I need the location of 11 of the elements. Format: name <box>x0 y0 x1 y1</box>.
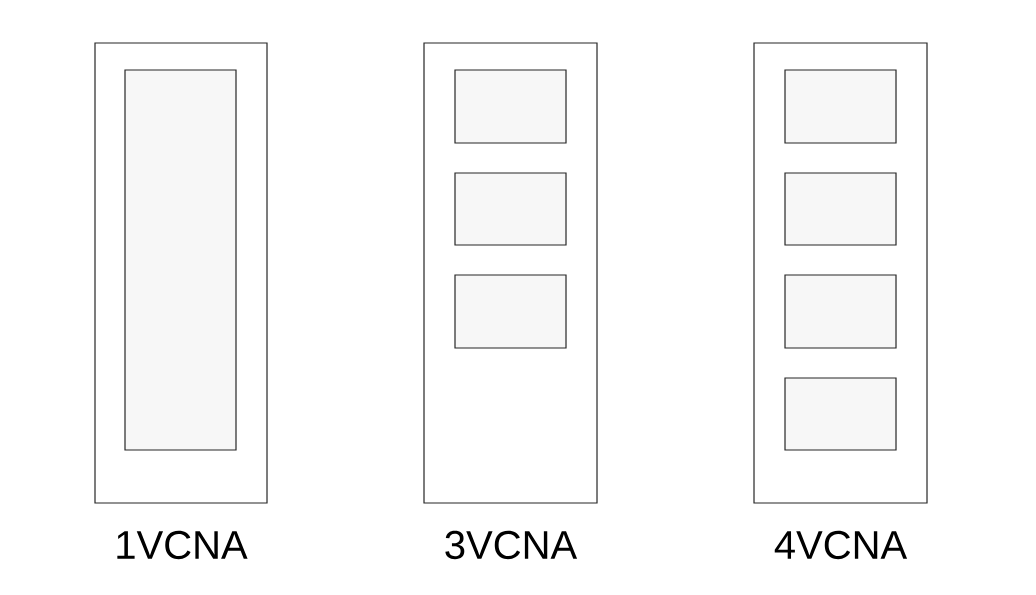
glass-panel <box>784 172 897 246</box>
glass-panel <box>454 274 567 349</box>
glass-panel <box>784 69 897 144</box>
glass-panel <box>784 274 897 349</box>
caption-label: 1VCNA <box>117 530 248 560</box>
glass-panel <box>454 172 567 246</box>
caption-label: 3VCNA <box>445 530 578 560</box>
glass-panel <box>454 69 567 144</box>
caption-label: 4VCNA <box>774 530 908 560</box>
glass-panel <box>124 69 237 451</box>
glass-panel <box>784 377 897 451</box>
